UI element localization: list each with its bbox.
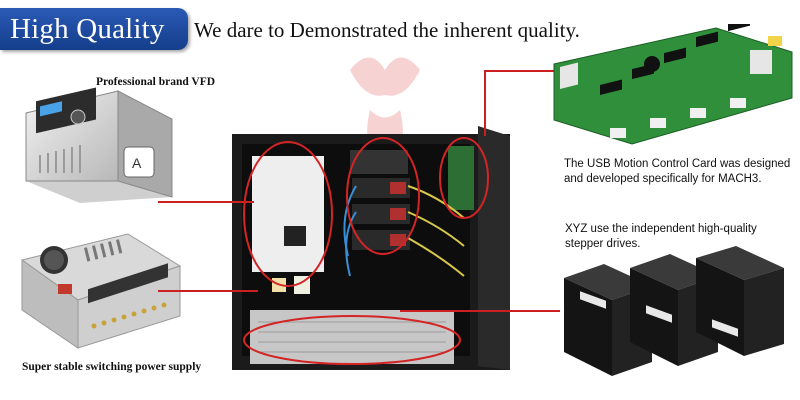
badge-text: High Quality: [10, 13, 165, 45]
connector-card: [484, 70, 554, 72]
usb-card-caption: The USB Motion Control Card was designed…: [564, 157, 790, 187]
usb-motion-card-image: [553, 24, 793, 145]
power-supply-image: [20, 233, 182, 349]
psu-caption: Super stable switching power supply: [22, 361, 202, 373]
drivers-caption-line2: stepper drives.: [565, 238, 641, 250]
drivers-caption: XYZ use the independent high-quality ste…: [565, 222, 757, 252]
tagline: We dare to Demonstrated the inherent qua…: [194, 18, 580, 42]
stepper-drivers-image: [564, 246, 784, 376]
connector-vfd: [158, 201, 254, 203]
high-quality-badge: High Quality: [0, 8, 188, 50]
vfd-image: A: [25, 87, 173, 203]
usb-card-caption-line1: The USB Motion Control Card was designed: [564, 158, 791, 170]
drivers-caption-line1: XYZ use the independent high-quality: [565, 223, 757, 235]
connector-psu: [158, 290, 258, 292]
usb-card-caption-line2: and developed specifically for MACH3.: [564, 173, 762, 185]
connector-drivers: [400, 310, 560, 312]
control-box-image: [232, 126, 510, 370]
connector-card-vertical: [484, 70, 486, 136]
vfd-caption: Professional brand VFD: [96, 76, 216, 88]
svg-text:A: A: [132, 155, 142, 171]
